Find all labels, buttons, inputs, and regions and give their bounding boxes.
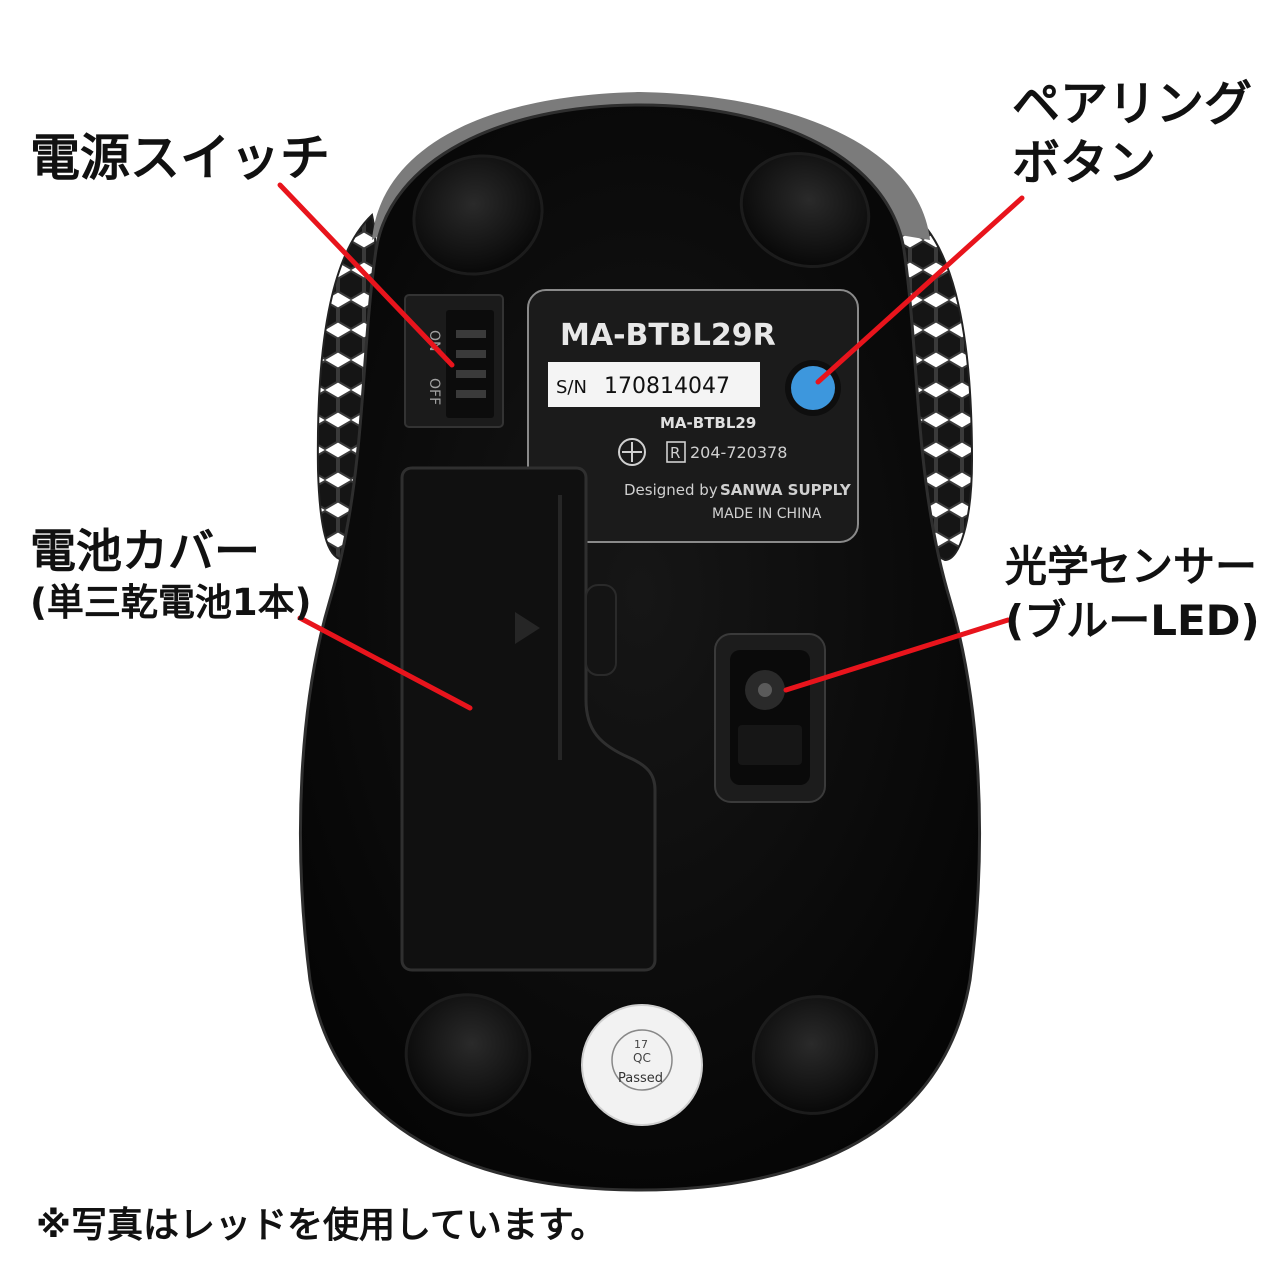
callout-battery-line-2: (単三乾電池1本) [30, 580, 312, 624]
label-cert-mark: R [670, 444, 680, 462]
power-switch[interactable]: ON OFF [404, 294, 504, 428]
qc-passed: Passed [618, 1071, 663, 1086]
label-serial: 170814047 [604, 374, 730, 399]
callout-battery-line-1: 電池カバー [30, 524, 260, 578]
callout-line-sensor [783, 617, 1011, 693]
footnote: ※写真はレッドを使用しています。 [36, 1205, 607, 1246]
callout-lines [277, 182, 1025, 711]
mouse-foot-bottom-right [751, 995, 879, 1115]
callout-pairing-line-2: ボタン [1012, 134, 1157, 191]
qc-sticker: 17 QC Passed [581, 1004, 703, 1126]
qc-year: 17 [634, 1038, 648, 1051]
certification-mark-icon [618, 438, 646, 466]
serial-box [548, 362, 760, 407]
mouse-foot-top-right [739, 151, 871, 269]
callout-pairing-line-1: ペアリング [1012, 76, 1253, 132]
switch-on-text: ON [426, 330, 442, 352]
callout-pairing-button: ペアリング ボタン [1012, 75, 1252, 192]
callout-line-pairing [815, 195, 1025, 385]
callout-line-battery [297, 615, 473, 711]
callout-sensor-line-2: (ブルーLED) [1005, 595, 1260, 645]
label-origin: MADE IN CHINA [712, 506, 822, 522]
callout-sensor-line-1: 光学センサー [1005, 542, 1258, 591]
product-label: MA-BTBL29R S/N 170814047 MA-BTBL29 R 204… [527, 289, 859, 543]
label-cert-number: 204-720378 [690, 443, 787, 462]
battery-cover[interactable] [400, 466, 657, 972]
label-model: MA-BTBL29R [560, 318, 776, 353]
label-serial-prefix: S/N [556, 377, 587, 398]
mouse-foot-bottom-left [404, 993, 532, 1117]
label-model-sub: MA-BTBL29 [660, 414, 756, 432]
switch-off-text: OFF [426, 378, 442, 405]
callout-power-switch: 電源スイッチ [30, 130, 330, 186]
slide-arrow-icon [515, 612, 540, 644]
qc-label: QC [633, 1051, 651, 1065]
label-brand: SANWA SUPPLY [720, 481, 852, 499]
callout-power-switch-text: 電源スイッチ [30, 129, 330, 187]
callout-battery-cover: 電池カバー (単三乾電池1本) [30, 524, 312, 624]
optical-sensor [714, 633, 826, 803]
mouse-foot-top-left [412, 154, 544, 276]
label-designed-by: Designed by [624, 481, 718, 499]
cert-r-box [666, 441, 686, 463]
callout-line-power [277, 182, 455, 368]
callout-optical-sensor: 光学センサー (ブルーLED) [1005, 540, 1260, 648]
